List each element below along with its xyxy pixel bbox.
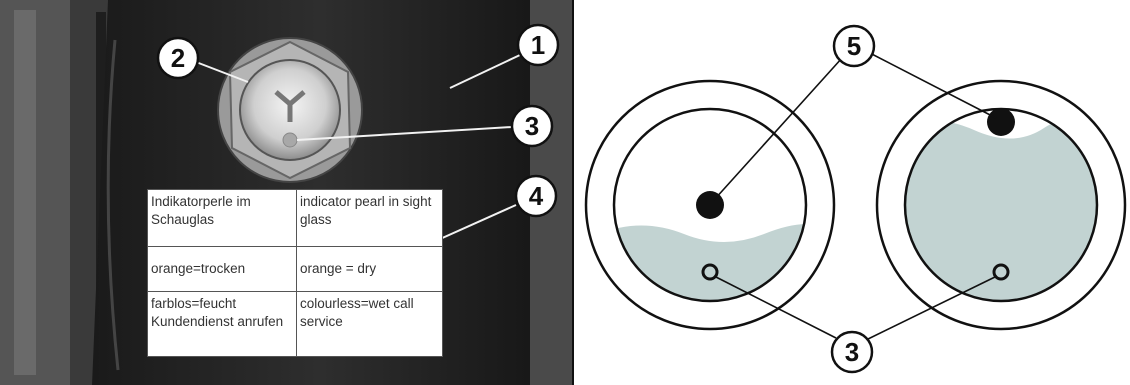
callout-5: 5: [834, 26, 874, 66]
sticker-row: farblos=feucht Kundendienst anrufen colo…: [148, 292, 443, 357]
svg-text:1: 1: [531, 30, 545, 60]
sight-glass: [218, 38, 362, 182]
callout-1: 1: [518, 25, 558, 65]
callout-2: 2: [158, 38, 198, 78]
svg-text:3: 3: [525, 111, 539, 141]
sticker-de-text: Indikatorperle im Schauglas: [148, 190, 297, 247]
indicator-pearl-right: [987, 108, 1015, 136]
sight-glass-diagram: 5 3: [574, 0, 1130, 385]
callout-3: 3: [512, 106, 552, 146]
sticker-row: Indikatorperle im Schauglas indicator pe…: [148, 190, 443, 247]
callout-4: 4: [516, 176, 556, 216]
sticker-de-text: farblos=feucht Kundendienst anrufen: [148, 292, 297, 357]
indicator-pearl-left: [696, 191, 724, 219]
photo-left-strip: [14, 10, 36, 375]
indicator-sticker-table: Indikatorperle im Schauglas indicator pe…: [147, 189, 443, 357]
sticker-de-text: orange=trocken: [148, 247, 297, 292]
sticker-row: orange=trocken orange = dry: [148, 247, 443, 292]
sticker-en-text: indicator pearl in sight glass: [297, 190, 443, 247]
sticker-en-text: orange = dry: [297, 247, 443, 292]
svg-text:2: 2: [171, 43, 185, 73]
svg-text:4: 4: [529, 181, 544, 211]
svg-text:3: 3: [845, 337, 859, 367]
photo-panel: 1 2 3 4 Indikatorperle im Schauglas indi…: [0, 0, 572, 385]
svg-text:5: 5: [847, 31, 861, 61]
sticker-en-text: colourless=wet call service: [297, 292, 443, 357]
sight-glass-high-fill: [877, 81, 1125, 329]
diagram-panel: 5 3: [574, 0, 1130, 385]
indicator-pearl: [283, 133, 297, 147]
sight-glass-low-fill: [586, 81, 834, 329]
callout-3-diagram: 3: [832, 332, 872, 372]
